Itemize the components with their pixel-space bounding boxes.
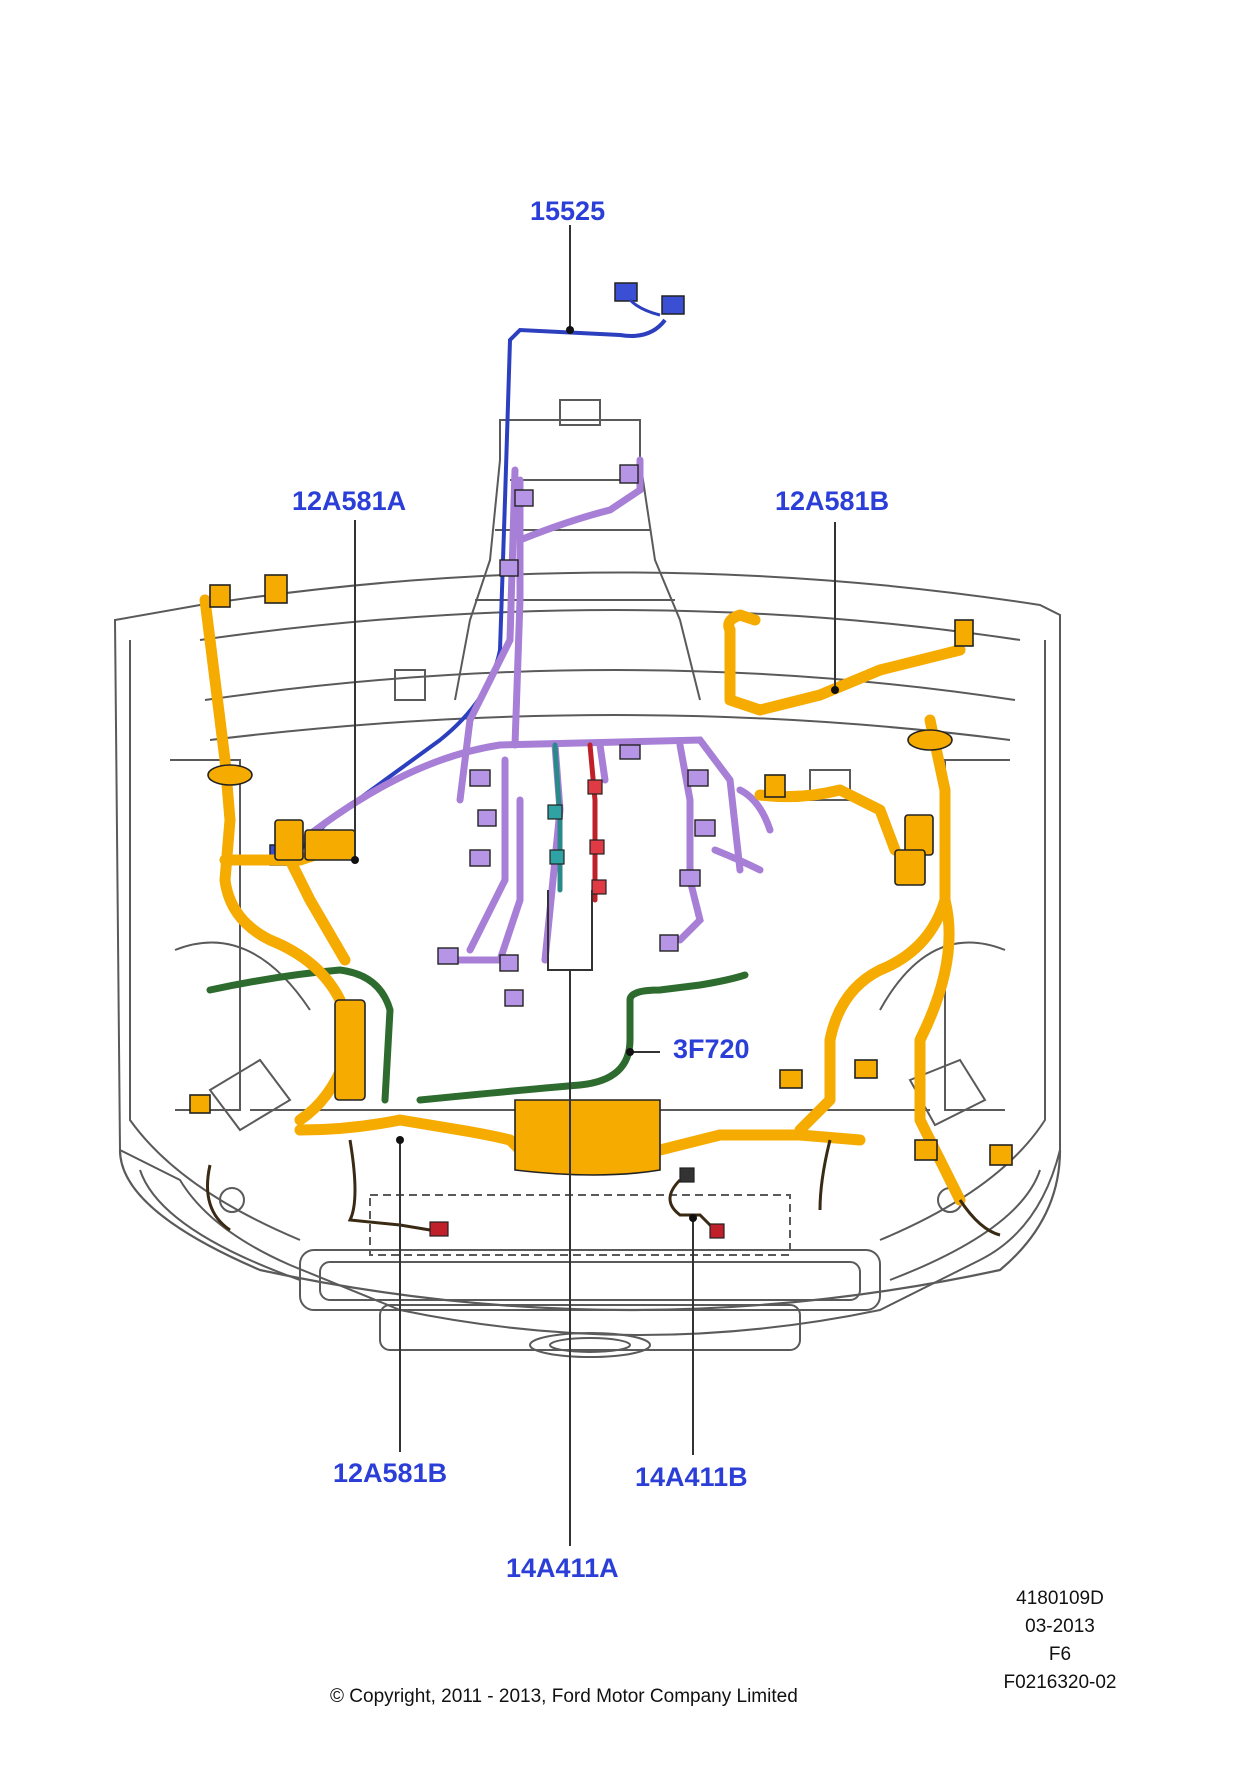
harness-3f720 <box>206 966 749 1104</box>
callout-12a581b-bottom: 12A581B <box>333 1458 448 1488</box>
ref-number: F0216320-02 <box>1003 1672 1117 1693</box>
callout-15525: 15525 <box>530 196 606 226</box>
vehicle-body-outline <box>113 399 1062 1358</box>
callout-3f720: 3F720 <box>673 1034 750 1064</box>
doc-date: 03-2013 <box>1025 1616 1095 1637</box>
callout-14a411a: 14A411A <box>506 1553 619 1583</box>
callout-12a581b-top: 12A581B <box>775 486 890 516</box>
leader-dots <box>351 326 839 1222</box>
doc-number: 4180109D <box>1016 1588 1104 1609</box>
callout-14a411b: 14A411B <box>635 1462 748 1492</box>
purple-connectors <box>437 464 716 1007</box>
copyright-notice: © Copyright, 2011 - 2013, Ford Motor Com… <box>330 1686 798 1707</box>
callout-12a581a: 12A581A <box>292 486 407 516</box>
harness-14a411a <box>547 742 607 903</box>
front-pigtail-connectors <box>429 1167 725 1239</box>
harness-12a581 <box>199 594 966 1206</box>
orange-modules <box>189 574 1013 1176</box>
fig-code: F6 <box>1048 1644 1072 1665</box>
front-pigtails <box>206 1139 1001 1237</box>
leader-lines <box>354 225 836 1546</box>
